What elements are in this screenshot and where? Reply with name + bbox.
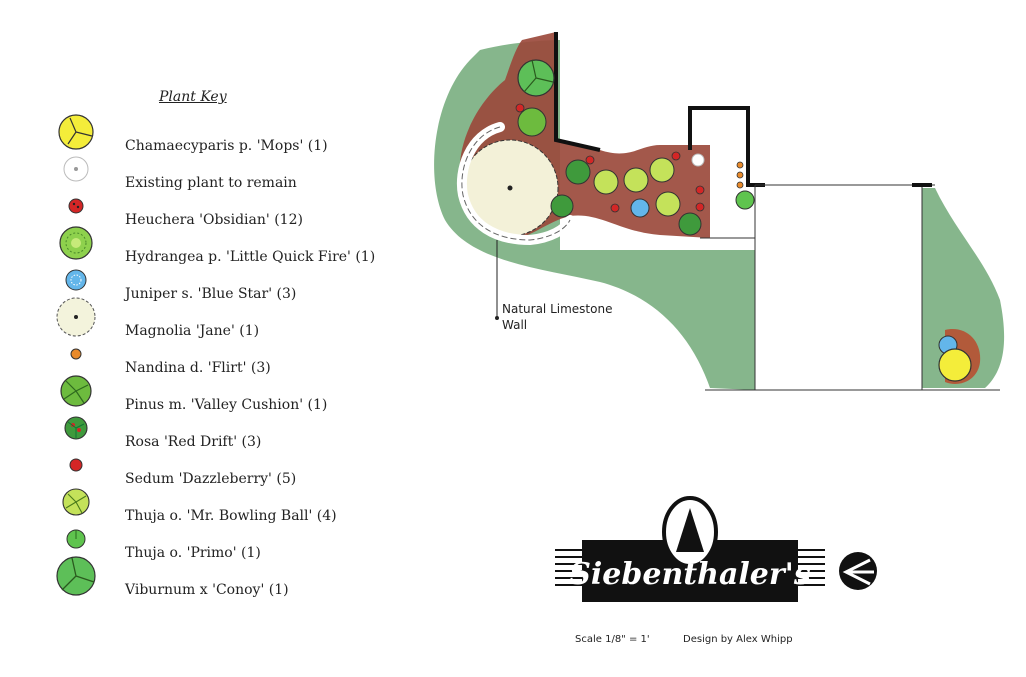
- key-item-thuja-ball: Thuja o. 'Mr. Bowling Ball' (4): [40, 488, 420, 535]
- key-label: Magnolia 'Jane' (1): [125, 323, 260, 339]
- small-green-icon: [66, 529, 86, 549]
- key-label: Nandina d. 'Flirt' (3): [125, 360, 271, 376]
- key-label: Pinus m. 'Valley Cushion' (1): [125, 397, 328, 413]
- key-item-sedum: Sedum 'Dazzleberry' (5): [40, 458, 420, 498]
- key-label: Existing plant to remain: [125, 175, 297, 191]
- orange-dot-icon: [70, 348, 82, 360]
- blue-juniper-icon: [65, 269, 87, 291]
- key-item-pinus: Pinus m. 'Valley Cushion' (1): [40, 375, 420, 424]
- key-label: Heuchera 'Obsidian' (12): [125, 212, 303, 228]
- hydrangea-icon: [59, 226, 93, 260]
- key-item-hydrangea: Hydrangea p. 'Little Quick Fire' (1): [40, 226, 420, 276]
- existing-plant-icon: [63, 156, 89, 182]
- magnolia-icon: [56, 297, 96, 337]
- key-item-juniper: Juniper s. 'Blue Star' (3): [40, 269, 420, 313]
- designer-label: Design by Alex Whipp: [683, 634, 793, 645]
- key-item-nandina: Nandina d. 'Flirt' (3): [40, 348, 420, 387]
- key-label: Chamaecyparis p. 'Mops' (1): [125, 138, 328, 154]
- yellow-shrub-icon: [58, 114, 94, 150]
- property-line: [700, 184, 1000, 391]
- key-item-viburnum: Viburnum x 'Conoy' (1): [40, 556, 420, 609]
- thuja-ball-icon: [62, 488, 90, 516]
- plant-key-list: Chamaecyparis p. 'Mops' (1) Existing pla…: [40, 114, 420, 609]
- key-item-rosa: Rosa 'Red Drift' (3): [40, 416, 420, 461]
- wall-label-line1: Natural Limestone: [502, 302, 612, 316]
- house-wall-2: [688, 106, 765, 187]
- key-label: Viburnum x 'Conoy' (1): [125, 582, 289, 598]
- key-label: Hydrangea p. 'Little Quick Fire' (1): [125, 249, 376, 265]
- scale-label: Scale 1/8" = 1': [575, 634, 650, 645]
- key-label: Thuja o. 'Primo' (1): [125, 545, 261, 561]
- key-item-chamaecyparis: Chamaecyparis p. 'Mops' (1): [40, 114, 420, 165]
- key-item-heuchera: Heuchera 'Obsidian' (12): [40, 198, 420, 239]
- pine-icon: [60, 375, 92, 407]
- key-label: Rosa 'Red Drift' (3): [125, 434, 262, 450]
- key-label: Sedum 'Dazzleberry' (5): [125, 471, 297, 487]
- north-arrow-icon: [839, 552, 877, 590]
- key-label: Juniper s. 'Blue Star' (3): [125, 286, 297, 302]
- key-item-existing: Existing plant to remain: [40, 156, 420, 202]
- wall-label-line2: Wall: [502, 318, 527, 332]
- plant-key-title: Plant Key: [159, 89, 227, 105]
- key-item-magnolia: Magnolia 'Jane' (1): [40, 297, 420, 350]
- logo-text: Siebenthaler's: [569, 557, 811, 592]
- key-label: Thuja o. 'Mr. Bowling Ball' (4): [125, 508, 337, 524]
- red-dot-icon: [69, 458, 83, 472]
- rose-icon: [64, 416, 88, 440]
- siebenthalers-logo: Siebenthaler's: [555, 496, 825, 602]
- key-item-thuja-primo: Thuja o. 'Primo' (1): [40, 529, 420, 572]
- house-wall: [554, 32, 601, 152]
- red-perennial-icon: [68, 198, 84, 214]
- viburnum-icon: [56, 556, 96, 596]
